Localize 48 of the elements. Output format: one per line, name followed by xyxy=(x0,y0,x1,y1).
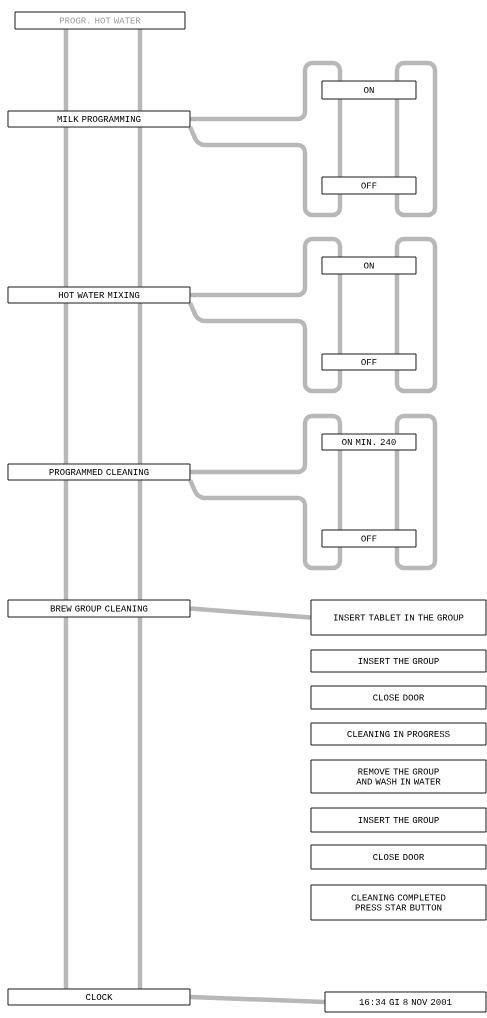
menu-box: MILK PROGRAMMING xyxy=(7,110,191,128)
connector-line xyxy=(63,617,69,989)
connector-line xyxy=(394,99,400,177)
connector-line xyxy=(337,274,343,354)
connector-line xyxy=(188,126,343,218)
connector-line xyxy=(137,29,143,111)
menu-box: HOT WATER MIXING xyxy=(7,286,191,304)
connector-line xyxy=(337,450,343,530)
connector-line xyxy=(190,236,343,298)
connector-line xyxy=(394,413,438,571)
connector-line xyxy=(137,127,143,287)
option-box: ON MIN. 240 xyxy=(321,433,417,451)
display-box: CLEANING COMPLETED PRESS STAR BUTTON xyxy=(310,884,487,921)
display-box: CLOSE DOOR xyxy=(310,685,487,710)
display-box: 16:34 GI 8 NOV 2001 xyxy=(324,991,487,1013)
connector-line xyxy=(137,480,143,600)
connector-line xyxy=(137,303,143,464)
option-box: OFF xyxy=(321,529,417,548)
connector-line xyxy=(190,413,343,475)
option-box: OFF xyxy=(321,353,417,371)
connector-line xyxy=(63,480,69,600)
connector-line xyxy=(394,60,438,218)
menu-box: PROGR. HOT WATER xyxy=(14,11,186,30)
display-box: CLOSE DOOR xyxy=(310,844,487,870)
option-box: OFF xyxy=(321,176,417,195)
connector-line xyxy=(137,617,143,989)
display-box: INSERT TABLET IN THE GROUP xyxy=(310,599,487,636)
connector-line xyxy=(394,450,400,530)
display-box: CLEANING IN PROGRESS xyxy=(310,722,487,746)
connector-line xyxy=(337,99,343,177)
display-box: INSERT THE GROUP xyxy=(310,807,487,833)
connector-line xyxy=(394,274,400,354)
option-box: ON xyxy=(321,80,417,100)
connector-line xyxy=(190,994,325,1005)
connector-line xyxy=(63,29,69,111)
connector-line xyxy=(394,236,438,394)
option-box: ON xyxy=(321,256,417,275)
connector-line xyxy=(188,479,343,571)
connector-line xyxy=(190,60,343,122)
connector-line xyxy=(190,606,311,620)
menu-box: PROGRAMMED CLEANING xyxy=(7,463,191,481)
menu-box: BREW GROUP CLEANING xyxy=(7,599,191,618)
connector-line xyxy=(63,303,69,464)
connector-line xyxy=(63,127,69,287)
menu-box: CLOCK xyxy=(7,988,191,1006)
display-box: INSERT THE GROUP xyxy=(310,649,487,673)
display-box: REMOVE THE GROUP AND WASH IN WATER xyxy=(310,759,487,794)
connector-line xyxy=(188,302,343,394)
